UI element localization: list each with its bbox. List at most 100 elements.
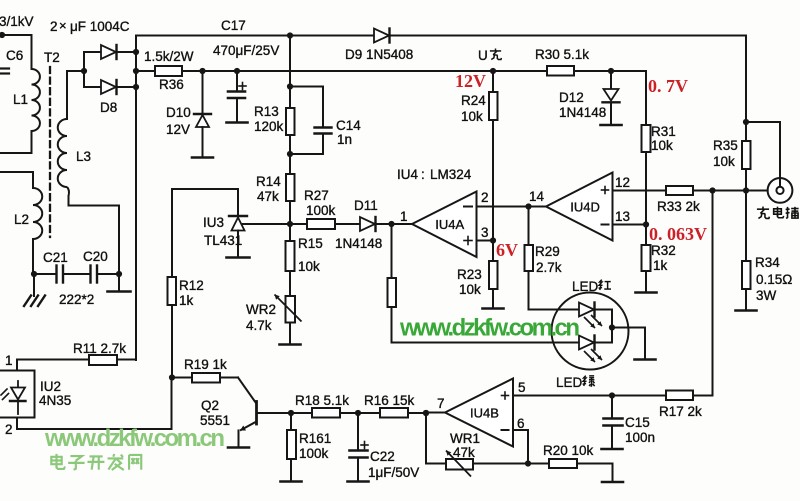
svg-text:C22: C22 (370, 449, 395, 464)
svg-text:R36: R36 (159, 77, 184, 92)
svg-text:WR1: WR1 (450, 431, 480, 446)
svg-text:2: 2 (5, 422, 13, 437)
svg-text:2: 2 (50, 19, 58, 34)
svg-text:R34: R34 (755, 255, 780, 270)
svg-text:R18 5.1k: R18 5.1k (295, 393, 349, 408)
svg-text:1: 1 (5, 353, 13, 368)
svg-text:IU4D: IU4D (570, 200, 600, 215)
svg-text:L1: L1 (13, 92, 28, 107)
svg-text:Q2: Q2 (201, 398, 219, 413)
svg-text:D8: D8 (100, 100, 117, 115)
svg-text:R27: R27 (304, 188, 329, 203)
svg-text:D11: D11 (354, 198, 378, 213)
svg-text:12V: 12V (166, 122, 190, 137)
svg-text:IU4A: IU4A (435, 217, 464, 232)
svg-text:5: 5 (518, 380, 526, 395)
svg-text:47k: 47k (453, 445, 475, 460)
svg-text:6: 6 (517, 416, 525, 431)
svg-text:14: 14 (529, 189, 545, 204)
svg-text:C14: C14 (336, 118, 361, 133)
svg-text:1: 1 (400, 209, 408, 224)
svg-text:C21: C21 (43, 250, 68, 265)
svg-text:4.7k: 4.7k (246, 318, 272, 333)
svg-text:10k: 10k (713, 154, 735, 169)
svg-text:3W: 3W (756, 288, 777, 303)
svg-text:R23: R23 (457, 267, 482, 282)
svg-text:12V: 12V (455, 71, 486, 91)
svg-text:4N35: 4N35 (39, 393, 71, 408)
svg-text:R33 2k: R33 2k (657, 199, 700, 214)
svg-text:IU3: IU3 (203, 215, 224, 230)
svg-text:LM324: LM324 (430, 167, 472, 182)
svg-text:R12: R12 (179, 278, 204, 293)
svg-text:LED: LED (572, 279, 599, 294)
svg-text:6V: 6V (496, 240, 518, 260)
svg-text:R19 1k: R19 1k (184, 357, 227, 372)
svg-text:R35: R35 (713, 138, 738, 153)
svg-text:C20: C20 (83, 249, 108, 264)
svg-text:D9 1N5408: D9 1N5408 (345, 47, 413, 62)
svg-text:2.7k: 2.7k (536, 260, 562, 275)
svg-text::: : (421, 167, 425, 182)
svg-text:C17: C17 (221, 18, 246, 33)
svg-text:120k: 120k (254, 119, 284, 134)
svg-text:R161: R161 (299, 431, 331, 446)
svg-text:0. 063V: 0. 063V (649, 224, 707, 244)
svg-text:R31: R31 (651, 124, 676, 139)
svg-text:1.5k/2W: 1.5k/2W (144, 49, 194, 64)
svg-text:R13: R13 (254, 104, 279, 119)
svg-text:T2: T2 (44, 50, 60, 65)
svg-text:R14: R14 (256, 174, 281, 189)
svg-text:100k: 100k (306, 203, 336, 218)
svg-text:1N4148: 1N4148 (559, 105, 606, 120)
svg-text:R17 2k: R17 2k (659, 404, 702, 419)
svg-text:10k: 10k (459, 282, 481, 297)
svg-text:1n: 1n (337, 132, 352, 147)
svg-text:222*2: 222*2 (59, 292, 94, 307)
svg-text:R24: R24 (461, 93, 486, 108)
svg-text:1k: 1k (179, 293, 194, 308)
svg-text:5551: 5551 (200, 413, 230, 428)
svg-text:10k: 10k (651, 138, 673, 153)
svg-text:1k: 1k (653, 258, 668, 273)
svg-text:L3: L3 (76, 149, 91, 164)
svg-text:R29: R29 (535, 244, 560, 259)
svg-text:IU2: IU2 (40, 379, 61, 394)
svg-text:7: 7 (437, 396, 445, 411)
svg-text:D12: D12 (559, 90, 584, 105)
svg-text:0. 7V: 0. 7V (648, 76, 688, 96)
svg-text:TL431: TL431 (204, 233, 242, 248)
svg-text:www.dzkfw.com.cn: www.dzkfw.com.cn (399, 315, 579, 342)
svg-text:μF 1004C: μF 1004C (70, 19, 130, 34)
svg-text:10k: 10k (461, 109, 483, 124)
svg-text:0.15Ω: 0.15Ω (756, 272, 792, 287)
svg-text:D10: D10 (166, 105, 191, 120)
svg-text:100n: 100n (625, 430, 655, 445)
svg-text:100k: 100k (299, 446, 329, 461)
svg-text:47k: 47k (257, 189, 279, 204)
svg-text:U: U (478, 48, 488, 63)
svg-text:R16 15k: R16 15k (364, 393, 415, 408)
svg-text:C6: C6 (6, 48, 23, 63)
svg-text:10k: 10k (298, 259, 320, 274)
svg-text:L2: L2 (14, 212, 29, 227)
svg-text:R15: R15 (298, 236, 323, 251)
svg-text:470μF/25V: 470μF/25V (213, 43, 279, 58)
svg-text:R20 10k: R20 10k (543, 443, 594, 458)
svg-text:R32: R32 (651, 243, 676, 258)
svg-text:1N4148: 1N4148 (335, 236, 382, 251)
svg-text:×: × (59, 18, 67, 33)
svg-text:3: 3 (481, 225, 489, 240)
svg-text:12: 12 (615, 175, 630, 190)
svg-text:2: 2 (481, 190, 489, 205)
svg-text:R11 2.7k: R11 2.7k (73, 341, 126, 356)
svg-text:3/1kV: 3/1kV (0, 14, 34, 29)
svg-text:R30 5.1k: R30 5.1k (535, 47, 589, 62)
svg-text:LED: LED (556, 375, 583, 390)
svg-text:C15: C15 (625, 415, 650, 430)
svg-text:IU4B: IU4B (470, 406, 499, 421)
svg-text:13: 13 (615, 209, 630, 224)
svg-text:www.dzkfw.com.cn: www.dzkfw.com.cn (44, 425, 224, 452)
svg-text:1μF/50V: 1μF/50V (368, 465, 419, 480)
svg-text:IU4: IU4 (397, 167, 419, 182)
